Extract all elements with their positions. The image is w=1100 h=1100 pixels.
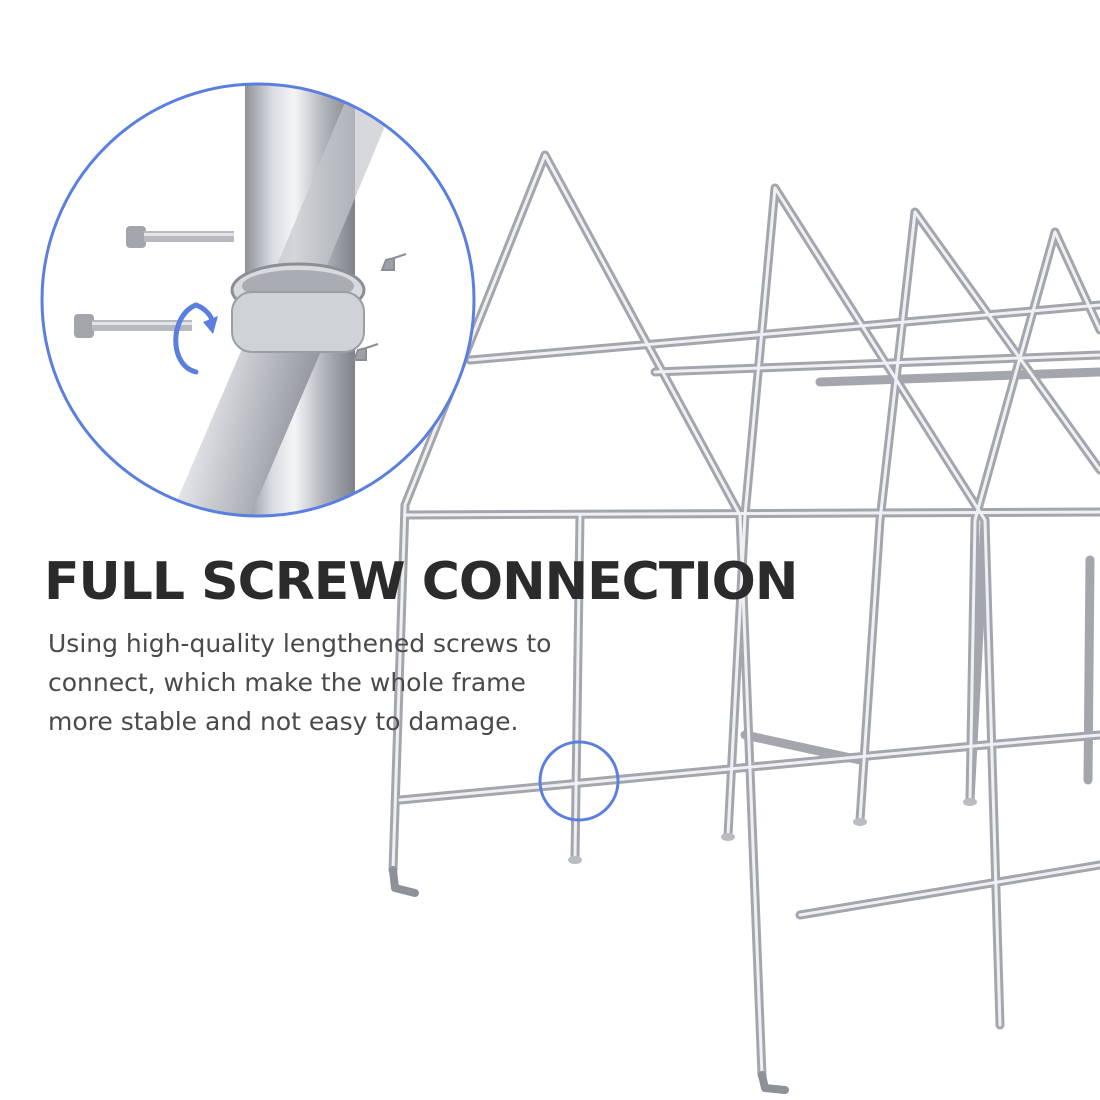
description-line: Using high-quality lengthened screws to	[48, 629, 552, 658]
tent-frame	[388, 150, 1100, 1094]
feature-title: FULL SCREW CONNECTION	[44, 552, 798, 612]
description-line: connect, which make the whole frame	[48, 668, 526, 697]
screw-top	[126, 226, 234, 248]
screw-bottom	[74, 314, 192, 338]
callout-border	[40, 82, 476, 518]
joint-marker-circle	[538, 740, 620, 822]
feature-description: Using high-quality lengthened screws to …	[48, 624, 568, 741]
description-line: more stable and not easy to damage.	[48, 707, 519, 736]
joint-callout	[42, 84, 474, 516]
rotate-clockwise-icon	[173, 302, 199, 375]
